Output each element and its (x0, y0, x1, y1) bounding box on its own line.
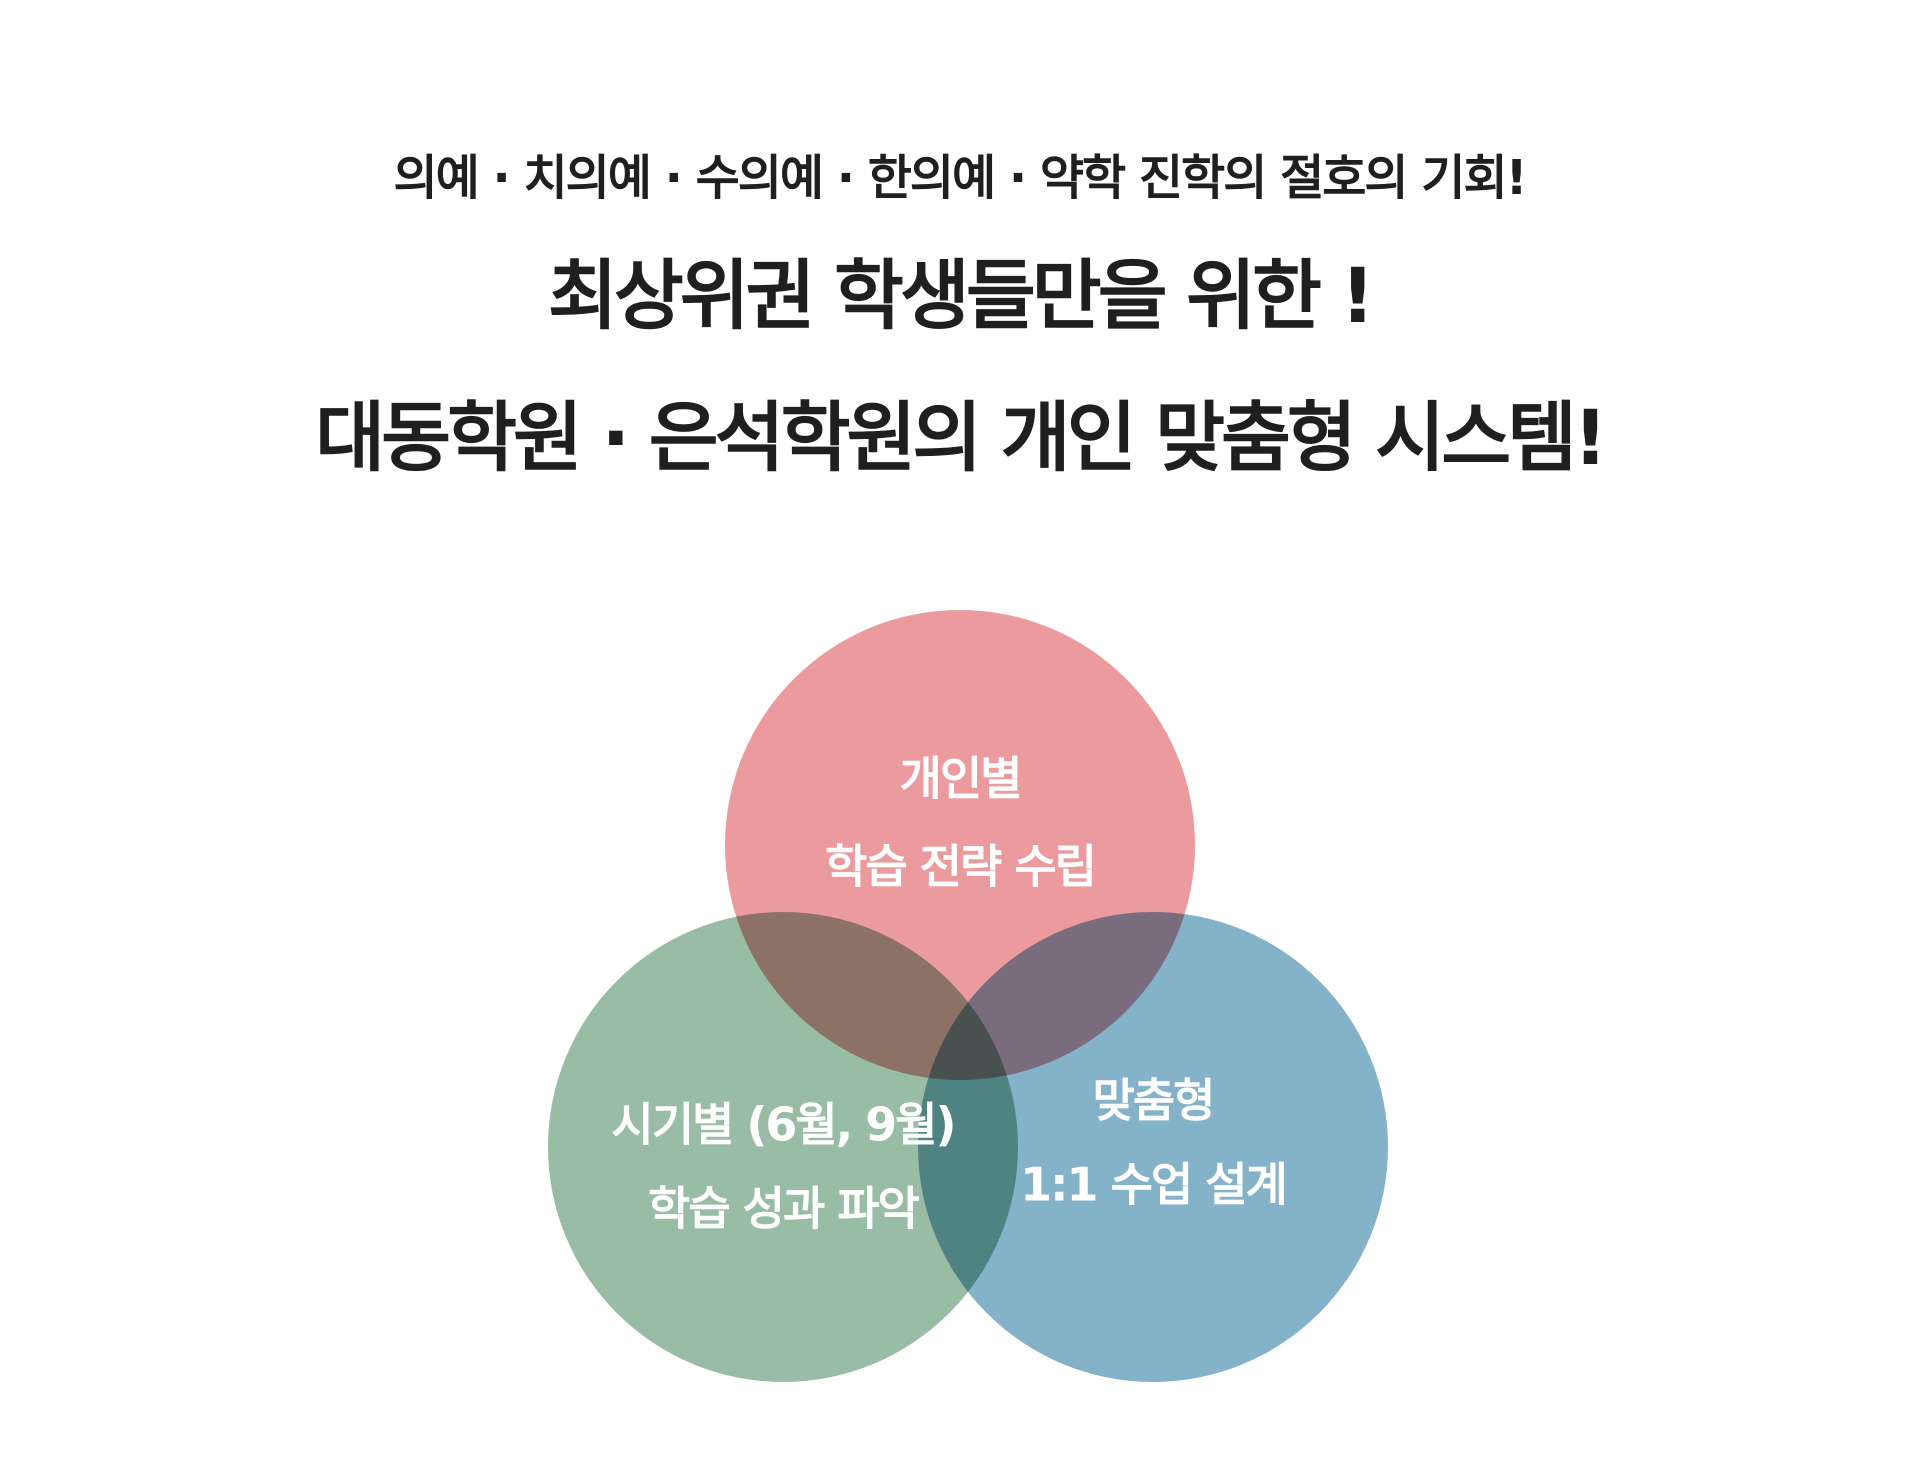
venn-circle-left (548, 912, 1018, 1382)
venn-label-top-line-1: 개인별 (900, 752, 1021, 806)
venn-label-left-line-1: 시기별 (6월, 9월) (611, 1098, 954, 1152)
headline-line-2: 대동학원 · 은석학원의 개인 맞춤형 시스템! (315, 393, 1607, 482)
venn-label-right-line-1: 맞춤형 (1093, 1074, 1214, 1128)
venn-label-left-line-2: 학습 성과 파악 (648, 1182, 920, 1236)
headline-line-1: 최상위권 학생들만을 위한 ! (547, 251, 1375, 340)
venn-label-top-line-2: 학습 전략 수립 (825, 840, 1095, 894)
venn-label-right-line-2: 1:1 수업 설계 (1020, 1158, 1286, 1212)
venn-circle-right (918, 912, 1388, 1382)
subtitle: 의예 · 치의예 · 수의예 · 한의예 · 약학 진학의 절호의 기회! (393, 150, 1527, 206)
